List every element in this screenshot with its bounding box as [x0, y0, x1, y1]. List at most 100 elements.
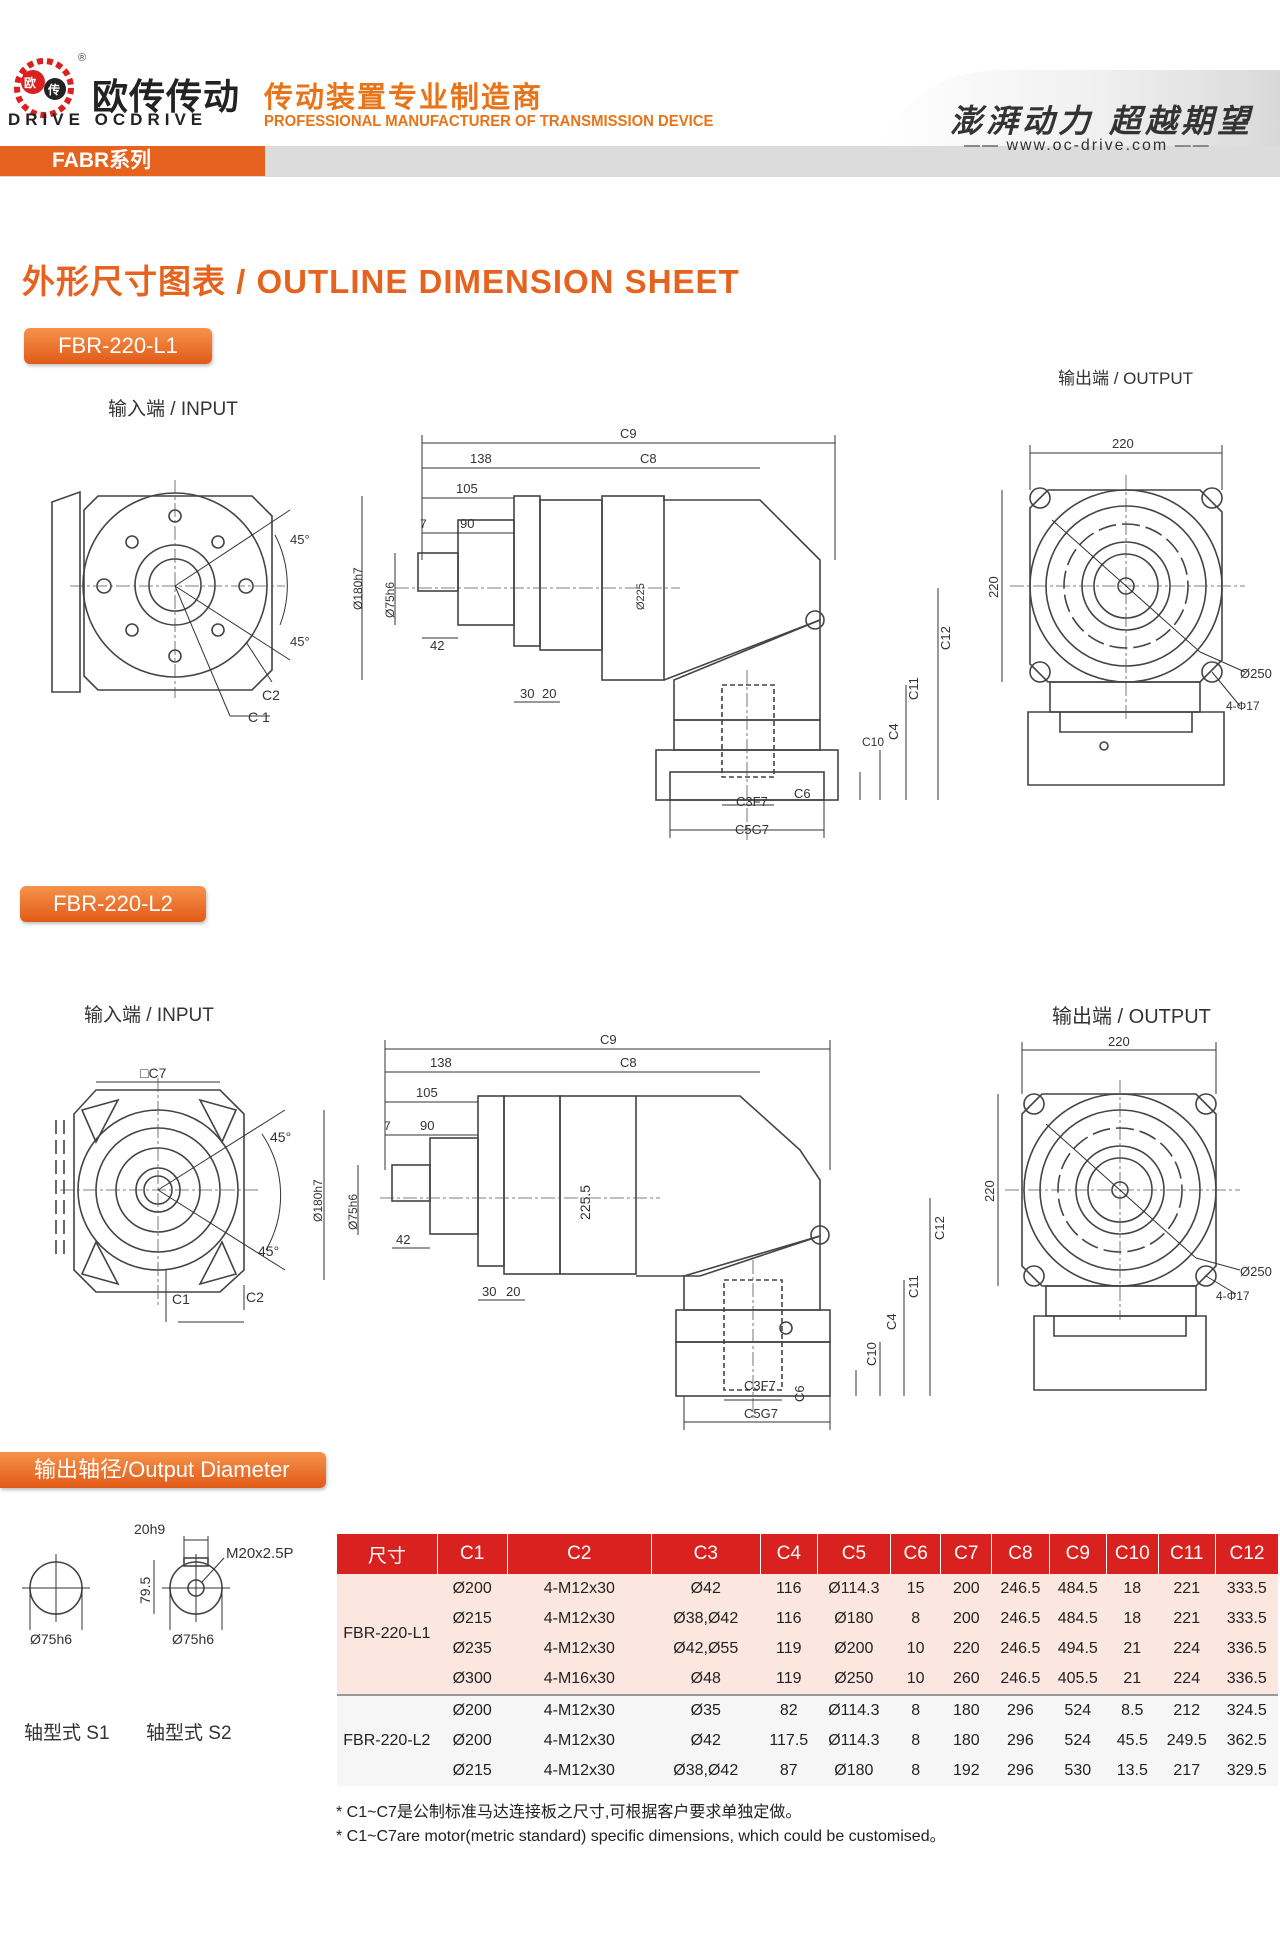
- output-label-l2: 输出端 / OUTPUT: [1052, 1006, 1211, 1028]
- table-cell-c10: 21: [1106, 1664, 1159, 1695]
- dim-c1-l2: C1: [172, 1291, 190, 1307]
- table-cell-c11: 224: [1158, 1664, 1216, 1695]
- table-cell-c2: 4-M12x30: [507, 1694, 652, 1726]
- s2-key: 20h9: [134, 1521, 165, 1537]
- s1-diameter: Ø75h6: [30, 1631, 72, 1647]
- dim-holes-l2: 4-Φ17: [1216, 1289, 1250, 1303]
- dim-c12-l2: C12: [932, 1216, 947, 1240]
- table-cell-c4: 116: [760, 1604, 818, 1634]
- th-c3: C3: [650, 1534, 761, 1574]
- page-title: 外形尺寸图表 / OUTLINE DIMENSION SHEET: [22, 263, 740, 300]
- input-label-l2: 输入端 / INPUT: [84, 1005, 214, 1026]
- table-cell-c8: 246.5: [991, 1634, 1050, 1664]
- table-cell-c10: 45.5: [1106, 1726, 1159, 1756]
- table-cell-c10: 18: [1106, 1604, 1159, 1634]
- dim-angle-a-l1: 45°: [290, 532, 310, 547]
- dim-20-l2: 20: [506, 1284, 520, 1299]
- table-cell-c9: 494.5: [1049, 1634, 1107, 1664]
- dim-90-l2: 90: [420, 1118, 434, 1133]
- table-cell-c12: 336.5: [1215, 1664, 1278, 1695]
- brand-name-cn: 欧传传动: [92, 76, 241, 117]
- table-cell-c7: 260: [940, 1664, 992, 1695]
- dim-c10-l1: C10: [862, 735, 884, 749]
- dim-angle-b-l1: 45°: [290, 634, 310, 649]
- table-cell-c11: 221: [1158, 1604, 1216, 1634]
- table-cell-c4: 117.5: [760, 1726, 818, 1756]
- th-c6: C6: [889, 1534, 941, 1574]
- table-cell-c11: 249.5: [1158, 1726, 1216, 1756]
- table-cell-c12: 333.5: [1215, 1574, 1278, 1604]
- table-cell-c2: 4-M12x30: [507, 1634, 652, 1664]
- dim-angle-b-l2: 45°: [258, 1243, 279, 1259]
- table-cell-c12: 329.5: [1215, 1756, 1278, 1786]
- table-cell-c7: 200: [940, 1604, 992, 1634]
- table-cell-c1: Ø215: [437, 1604, 508, 1634]
- dim-c8-l2: C8: [620, 1055, 637, 1070]
- table-cell-c5: Ø114.3: [817, 1694, 891, 1726]
- table-cell-c12: 333.5: [1215, 1604, 1278, 1634]
- dim-angle-a-l2: 45°: [270, 1129, 291, 1145]
- th-c7: C7: [940, 1534, 992, 1574]
- table-cell-c2: 4-M12x30: [507, 1726, 652, 1756]
- dim-c4-l1: C4: [886, 723, 901, 740]
- table-cell-c10: 13.5: [1106, 1756, 1159, 1786]
- dim-phi75-l1: Ø75h6: [383, 582, 397, 618]
- dim-phi250-l1: Ø250: [1240, 666, 1272, 681]
- table-cell-c1: Ø235: [437, 1634, 508, 1664]
- dim-c9-l1: C9: [620, 426, 637, 441]
- table-cell-c6: 8: [890, 1726, 941, 1756]
- dim-c11-l1: C11: [906, 677, 921, 700]
- registered-mark: ®: [78, 52, 87, 64]
- table-cell-c7: 192: [940, 1756, 992, 1786]
- model-pill-l1: FBR-220-L1: [24, 328, 212, 364]
- table-cell-c6: 8: [890, 1604, 941, 1634]
- table-cell-c5: Ø114.3: [817, 1574, 891, 1604]
- table-cell-c1: Ø215: [437, 1756, 508, 1786]
- output-diameter-pill: 输出轴径/Output Diameter: [0, 1452, 326, 1488]
- website-url[interactable]: —— www.oc-drive.com ——: [964, 137, 1211, 154]
- dim-h220-l1: 220: [986, 576, 1001, 598]
- table-cell-c11: 212: [1158, 1694, 1216, 1726]
- tagline-cn: 传动装置专业制造商: [264, 82, 544, 114]
- table-cell-c11: 224: [1158, 1634, 1216, 1664]
- table-cell-c3: Ø38,Ø42: [651, 1756, 761, 1786]
- table-cell-c1: Ø200: [437, 1574, 508, 1604]
- dim-c6-l2: C6: [792, 1385, 807, 1402]
- table-cell-c9: 530: [1049, 1756, 1107, 1786]
- table-cell-c4: 119: [760, 1634, 818, 1664]
- table-cell-c1: Ø300: [437, 1664, 508, 1695]
- table-cell-c10: 18: [1106, 1574, 1159, 1604]
- table-cell-c3: Ø35: [651, 1694, 761, 1726]
- dim-c9-l2: C9: [600, 1032, 617, 1047]
- table-model-cell: FBR-220-L1: [336, 1574, 438, 1695]
- note-en: * C1~C7are motor(metric standard) specif…: [336, 1828, 946, 1845]
- dim-c4-l2: C4: [884, 1313, 899, 1330]
- dim-holes-l1: 4-Φ17: [1226, 699, 1260, 713]
- table-model-cell: FBR-220-L2: [336, 1694, 438, 1786]
- table-cell-c6: 8: [890, 1694, 941, 1726]
- table-cell-c3: Ø48: [651, 1664, 761, 1695]
- drawing-fbr-220-l1: 45° 45° C2 C 1 C9 C8 138 105 90 7 42 30 …: [51, 426, 1272, 840]
- note-cn: * C1~C7是公制标准马达连接板之尺寸,可根据客户要求单独定做。: [336, 1804, 802, 1821]
- table-cell-c7: 180: [940, 1694, 992, 1726]
- s2-thread: M20x2.5P: [226, 1545, 294, 1562]
- drawing-fbr-220-l2: □C7 45° 45° C1 C2 C9 C8 138 105 90 7 42 …: [55, 1032, 1272, 1430]
- table-cell-c6: 8: [890, 1756, 941, 1786]
- dim-20-l1: 20: [542, 686, 556, 701]
- dim-42-l1: 42: [430, 638, 444, 653]
- table-cell-c6: 10: [890, 1634, 941, 1664]
- dim-w220-l1: 220: [1112, 436, 1134, 451]
- side-view-l2: [380, 1095, 831, 1420]
- series-tab: FABR系列: [0, 146, 265, 176]
- table-cell-c11: 221: [1158, 1574, 1216, 1604]
- table-header-row: 尺寸 C1 C2 C3 C4 C5 C6 C7 C8 C9 C10 C11 C1…: [336, 1534, 1278, 1574]
- table-cell-c4: 82: [760, 1694, 818, 1726]
- dim-c12-l1: C12: [938, 626, 953, 650]
- dim-7-l2: 7: [384, 1119, 391, 1133]
